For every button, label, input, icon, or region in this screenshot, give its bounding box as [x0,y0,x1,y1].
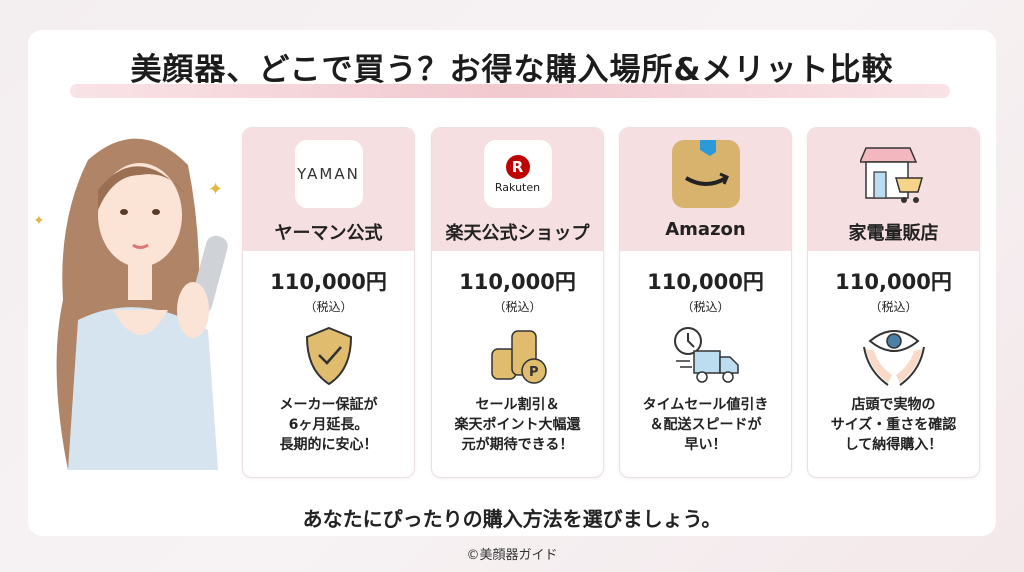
store-card-rakuten: R Rakuten 楽天公式ショップ 110,000円 （税込） P セール割引… [431,127,604,478]
store-name: Amazon [665,219,746,240]
store-name: ヤーマン公式 [274,223,383,244]
tax-note: （税込） [681,300,730,314]
woman-with-beauty-device-illustration: ✦✦ [33,138,228,470]
tax-note: （税込） [304,300,353,314]
store-card-amazon: Amazon 110,000円 （税込） タイムセール値引き ＆配送スピードが … [619,127,792,478]
store-card-electronics-store: 家電量販店 110,000円 （税込） 店頭で実物の サイズ・重さを確認 して納… [807,127,980,478]
yaman-logo-text: YAMAN [297,165,360,183]
store-name: 楽天公式ショップ [445,223,590,244]
svg-text:✦: ✦ [208,179,223,200]
store-card-yaman: YAMAN ヤーマン公式 110,000円 （税込） メーカー保証が 6ヶ月延長… [242,127,415,478]
merit-description: メーカー保証が 6ヶ月延長。 長期的に安心！ [279,397,378,453]
price: 110,000円 [270,270,387,294]
rakuten-logo-text: Rakuten [494,180,541,194]
title-underline [70,84,950,98]
svg-text:✦: ✦ [33,213,45,229]
tax-note: （税込） [493,300,542,314]
yaman-logo: YAMAN [294,140,363,208]
store-name: 家電量販店 [848,223,939,244]
price: 110,000円 [459,270,576,294]
merit-description: タイムセール値引き ＆配送スピードが 早い！ [642,397,769,453]
copyright: ©美顔器ガイド [466,548,558,563]
store-cart-icon [859,147,923,203]
merit-description: 店頭で実物の サイズ・重さを確認 して納得購入！ [830,397,957,453]
page-title: 美顔器、どこで買う？お得な購入場所&メリット比較 [130,52,894,88]
delivery-truck-clock-icon [673,327,739,383]
tax-note: （税込） [869,300,918,314]
coins-points-icon: P [490,330,547,384]
price: 110,000円 [835,270,952,294]
footer-message: あなたにぴったりの購入方法を選びましょう。 [302,507,722,531]
svg-text:P: P [529,365,539,380]
price: 110,000円 [647,270,764,294]
eye-hands-icon [862,330,925,386]
amazon-logo [671,140,740,208]
rakuten-logo: R Rakuten [483,140,552,208]
merit-description: セール割引＆ 楽天ポイント大幅還 元が期待できる！ [454,397,581,453]
shield-check-icon [305,326,352,386]
